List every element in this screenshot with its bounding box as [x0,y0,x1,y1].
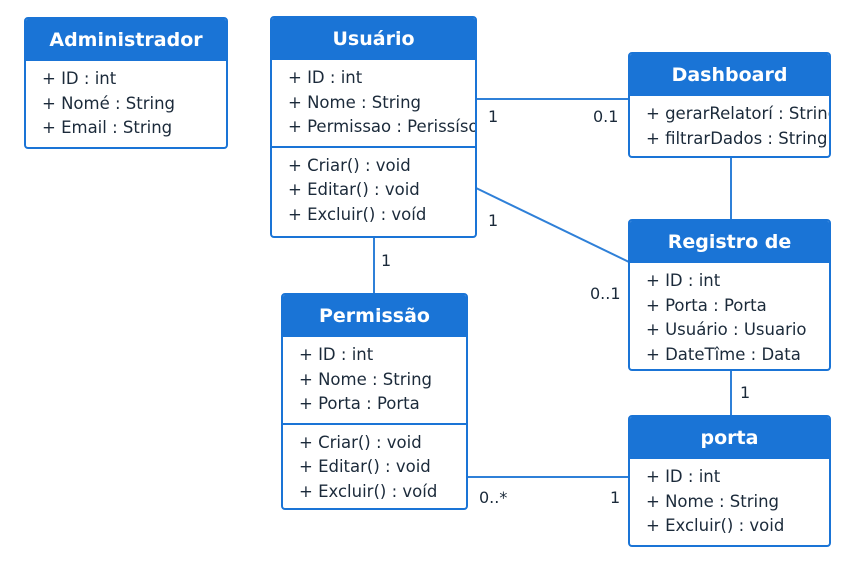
attribute: + DateTîme : Data [646,344,801,364]
attribute: + filtrarDados : String [646,128,828,148]
attribute: + ID : int [646,271,721,290]
method: + Criar() : void [288,155,411,175]
attribute: + Usuário : Usuario [646,320,807,339]
multiplicity-registro-porta: 1 [740,383,751,402]
multiplicity-permissao-porta-target: 1 [610,488,621,507]
line-usuario-registro [475,187,630,263]
class-porta[interactable]: porta + ID : int + Nome : String + Exclu… [628,415,831,547]
attribute: + Nomé : String [42,93,176,113]
class-administrador[interactable]: Administrador + ID : int + Nomé : String… [24,17,228,149]
method: + Editar() : void [288,180,420,199]
class-porta-attributes: + ID : int + Nome : String + Excluir() :… [630,459,829,545]
class-permissao[interactable]: Permissão + ID : int + Nome : String + P… [281,293,468,510]
multiplicity-usuario-dashboard-target: 0.1 [593,107,619,126]
attribute: + ID : int [299,345,374,364]
method: + Editar() : void [299,457,431,476]
attribute: + Email : String [42,118,173,137]
attribute: + ID : int [646,467,721,486]
class-porta-title: porta [630,417,829,459]
class-administrador-attributes: + ID : int + Nomé : String + Email : Str… [26,61,226,147]
class-registro-title: Registro de Acesso [630,221,829,295]
class-dashboard-title: Dashboard [630,54,829,96]
class-dashboard-attributes: + gerarRelatorí : String + filtrarDados … [630,96,831,156]
attribute: + Nome : String [288,92,422,112]
attribute: + Porta : Porta [646,295,767,315]
attribute: + Nome : String [299,369,433,389]
class-permissao-title: Permissão [283,295,466,337]
class-permissao-methods: + Criar() : void + Editar() : void + Exc… [283,422,466,509]
method: + Criar() : void [299,432,422,452]
class-administrador-title: Administrador [26,19,226,61]
attribute: + Permissao : Perissíso [288,117,477,136]
attribute: + ID : int [288,68,363,87]
attribute: + ID : int [42,69,117,88]
class-usuario-attributes: + ID : int + Nome : String + Permissao :… [272,60,475,146]
multiplicity-usuario-dashboard-source: 1 [488,107,499,126]
method: + Excluir() : voíd [299,481,438,501]
class-usuario-methods: + Criar() : void + Editar() : void + Exc… [272,145,475,234]
class-registro-de-acesso[interactable]: Registro de Acesso + ID : int + Porta : … [628,219,831,371]
class-permissao-attributes: + ID : int + Nome : String + Porta : Por… [283,337,466,423]
class-usuario[interactable]: Usuário + ID : int + Nome : String + Per… [270,16,477,238]
class-dashboard[interactable]: Dashboard + gerarRelatorí : String + fil… [628,52,831,158]
multiplicity-usuario-registro-target: 0..1 [590,284,621,303]
class-usuario-title: Usuário [272,18,475,60]
attribute: + Excluir() : void [646,516,785,535]
multiplicity-usuario-registro-source: 1 [488,211,499,230]
attribute: + Porta : Porta [299,394,420,413]
multiplicity-permissao-porta-source: 0..* [479,488,508,507]
class-registro-attributes: + ID : int + Porta : Porta + Usuário : U… [630,263,829,369]
attribute: + Nome : String [646,491,780,511]
method: + Excluir() : voíd [288,204,427,224]
multiplicity-usuario-permissao: 1 [381,251,392,270]
attribute: + gerarRelatorí : String [646,104,831,123]
